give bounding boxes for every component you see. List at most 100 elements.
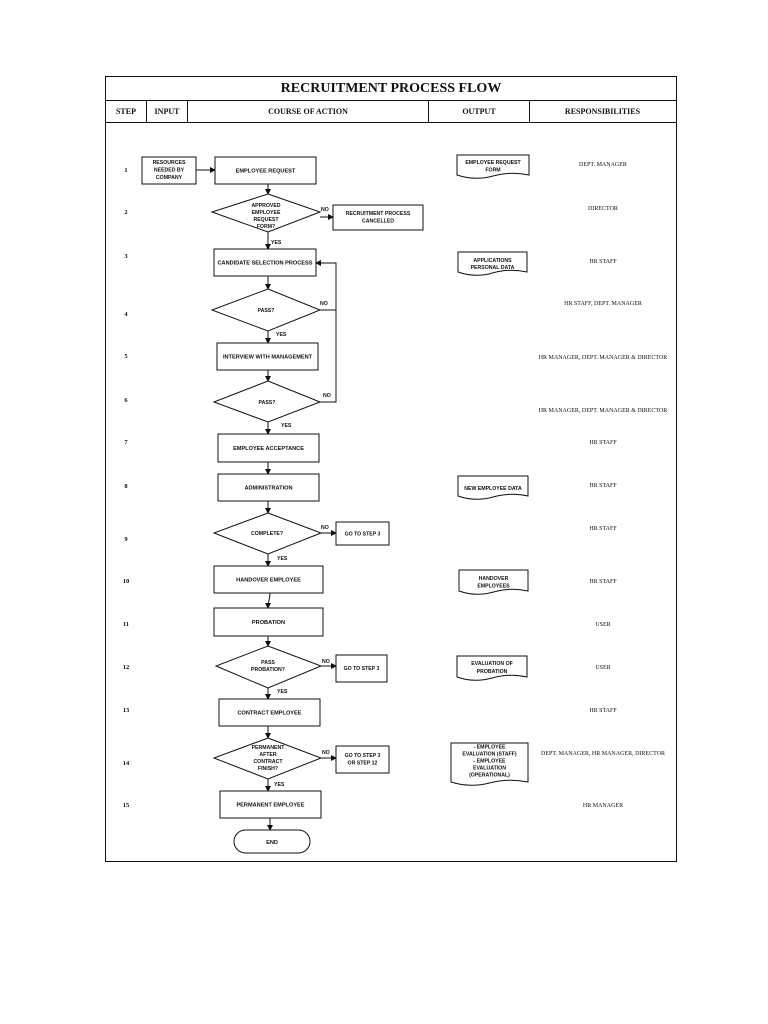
column-header-output: OUTPUT: [429, 101, 530, 122]
output-label: NEW EMPLOYEE DATA: [464, 486, 522, 492]
candidate-selection-label: CANDIDATE SELECTION PROCESS: [218, 261, 313, 267]
step-number: 1: [124, 167, 127, 174]
go-to-step-3-box-2: GO TO STEP 3: [335, 654, 388, 683]
approved-request-decision: APPROVED EMPLOYEE REQUEST FORM?: [210, 193, 322, 233]
responsibility: HR STAFF: [589, 526, 617, 532]
handover-employee-box: HANDOVER EMPLOYEE: [213, 565, 324, 594]
step-number: 12: [123, 664, 130, 671]
permanent-decision: PERMANENT AFTER CONTRACT FINISH?: [212, 737, 323, 780]
responsibility: HR MANAGER, DEPT. MANAGER & DIRECTOR: [539, 408, 668, 414]
column-header-input: INPUT: [147, 101, 188, 122]
responsibility: HR MANAGER: [583, 803, 623, 809]
pass-probation-line: PROBATION?: [251, 667, 285, 673]
output-document-applications: APPLICATIONS PERSONAL DATA: [457, 251, 528, 276]
step-number: 3: [124, 253, 128, 260]
responsibility: HR STAFF: [589, 483, 617, 489]
pass-probation-decision: PASS PROBATION?: [214, 645, 323, 689]
pass-probation-line: PASS: [261, 660, 275, 666]
output-document-request-form: EMPLOYEE REQUEST FORM: [456, 154, 530, 179]
complete-decision: COMPLETE?: [212, 512, 323, 555]
decision-line: FORM?: [257, 224, 275, 230]
page-title: RECRUITMENT PROCESS FLOW: [106, 77, 676, 101]
decision-line: APPROVED: [251, 203, 280, 209]
complete-label: COMPLETE?: [251, 531, 283, 537]
output-document-new-employee-data: NEW EMPLOYEE DATA: [457, 475, 529, 500]
decision-line: EMPLOYEE: [252, 210, 281, 216]
end-terminator: END: [233, 829, 311, 854]
pass-decision-1: PASS?: [210, 288, 322, 332]
go-to-step-3-box: GO TO STEP 3: [335, 521, 390, 546]
goto-line: GO TO STEP 3: [345, 753, 381, 759]
step-number: 11: [123, 621, 129, 628]
input-line: NEEDED BY: [154, 168, 185, 174]
step-number: 9: [124, 536, 128, 543]
step-number: 13: [123, 707, 130, 714]
output-line: HANDOVER: [479, 576, 509, 582]
column-header-step: STEP: [106, 101, 147, 122]
administration-label: ADMINISTRATION: [244, 486, 292, 492]
step-number: 6: [124, 397, 128, 404]
contract-label: CONTRACT EMPLOYEE: [237, 711, 301, 717]
loop-back-arrow: [315, 260, 337, 403]
output-document-evaluations: - EMPLOYEE EVALUATION (STAFF) - EMPLOYEE…: [450, 742, 529, 786]
responsibility: DEPT. MANAGER, HR MANAGER, DIRECTOR: [541, 751, 665, 757]
no-label: NO: [322, 659, 330, 665]
output-line: - EMPLOYEE: [474, 745, 507, 751]
responsibility: DEPT. MANAGER: [579, 162, 627, 168]
employee-acceptance-box: EMPLOYEE ACCEPTANCE: [217, 433, 320, 463]
permanent-employee-box: PERMANENT EMPLOYEE: [219, 790, 322, 819]
end-label: END: [266, 840, 278, 846]
step-numbers: 1 2 3 4 5 6 7 8 9 10 11 12 13 14 15: [123, 167, 130, 809]
output-line: PROBATION: [477, 669, 508, 675]
interview-label: INTERVIEW WITH MANAGEMENT: [223, 355, 313, 361]
yes-label: YES: [277, 689, 288, 695]
no-label: NO: [320, 301, 328, 307]
cancelled-line: RECRUITMENT PROCESS: [346, 211, 411, 217]
output-line: FORM: [485, 168, 500, 174]
pass-decision-2: PASS?: [212, 380, 322, 423]
output-line: (OPERATIONAL): [469, 773, 510, 779]
permanent-q-line: FINISH?: [258, 766, 278, 772]
connector-arrow: [265, 592, 272, 609]
output-line: EVALUATION (STAFF): [462, 752, 516, 758]
cancelled-line: CANCELLED: [362, 219, 394, 225]
step-number: 8: [124, 483, 128, 490]
probation-box: PROBATION: [213, 607, 324, 637]
yes-label: YES: [276, 332, 287, 338]
output-document-handover: HANDOVER EMPLOYEES: [458, 569, 529, 595]
responsibility: HR STAFF: [589, 259, 617, 265]
goto-label: GO TO STEP 3: [344, 666, 380, 672]
employee-request-box: EMPLOYEE REQUEST: [214, 156, 317, 185]
responsibility: DIRECTOR: [588, 206, 618, 212]
yes-label: YES: [277, 556, 288, 562]
responsibility: HR STAFF: [589, 708, 617, 714]
recruitment-cancelled-box: RECRUITMENT PROCESS CANCELLED: [332, 204, 424, 231]
output-line: EMPLOYEE REQUEST: [465, 160, 521, 166]
responsibility: HR STAFF: [589, 440, 617, 446]
no-label: NO: [323, 393, 331, 399]
output-line: EVALUATION OF: [471, 661, 513, 667]
yes-label: YES: [274, 782, 285, 788]
column-header-row: STEP INPUT COURSE OF ACTION OUTPUT RESPO…: [106, 101, 676, 123]
output-line: - EMPLOYEE: [474, 759, 507, 765]
permanent-label: PERMANENT EMPLOYEE: [236, 803, 304, 809]
pass-label: PASS?: [259, 400, 276, 406]
candidate-selection-box: CANDIDATE SELECTION PROCESS: [213, 248, 317, 277]
column-header-course-of-action: COURSE OF ACTION: [188, 101, 429, 122]
input-line: RESOURCES: [153, 160, 186, 166]
contract-employee-box: CONTRACT EMPLOYEE: [218, 698, 321, 727]
output-line: PERSONAL DATA: [471, 265, 515, 271]
step-number: 10: [123, 578, 130, 585]
permanent-q-line: CONTRACT: [253, 759, 283, 765]
yes-label: YES: [271, 240, 282, 246]
probation-label: PROBATION: [252, 620, 285, 626]
responsibility: HR STAFF, DEPT. MANAGER: [564, 301, 642, 307]
employee-request-label: EMPLOYEE REQUEST: [236, 169, 296, 175]
output-line: APPLICATIONS: [473, 258, 512, 264]
responsibilities-column: DEPT. MANAGER DIRECTOR HR STAFF HR STAFF…: [539, 162, 668, 809]
goto-label: GO TO STEP 3: [345, 532, 381, 538]
step-number: 7: [124, 439, 128, 446]
handover-label: HANDOVER EMPLOYEE: [236, 578, 301, 584]
acceptance-label: EMPLOYEE ACCEPTANCE: [233, 446, 304, 452]
